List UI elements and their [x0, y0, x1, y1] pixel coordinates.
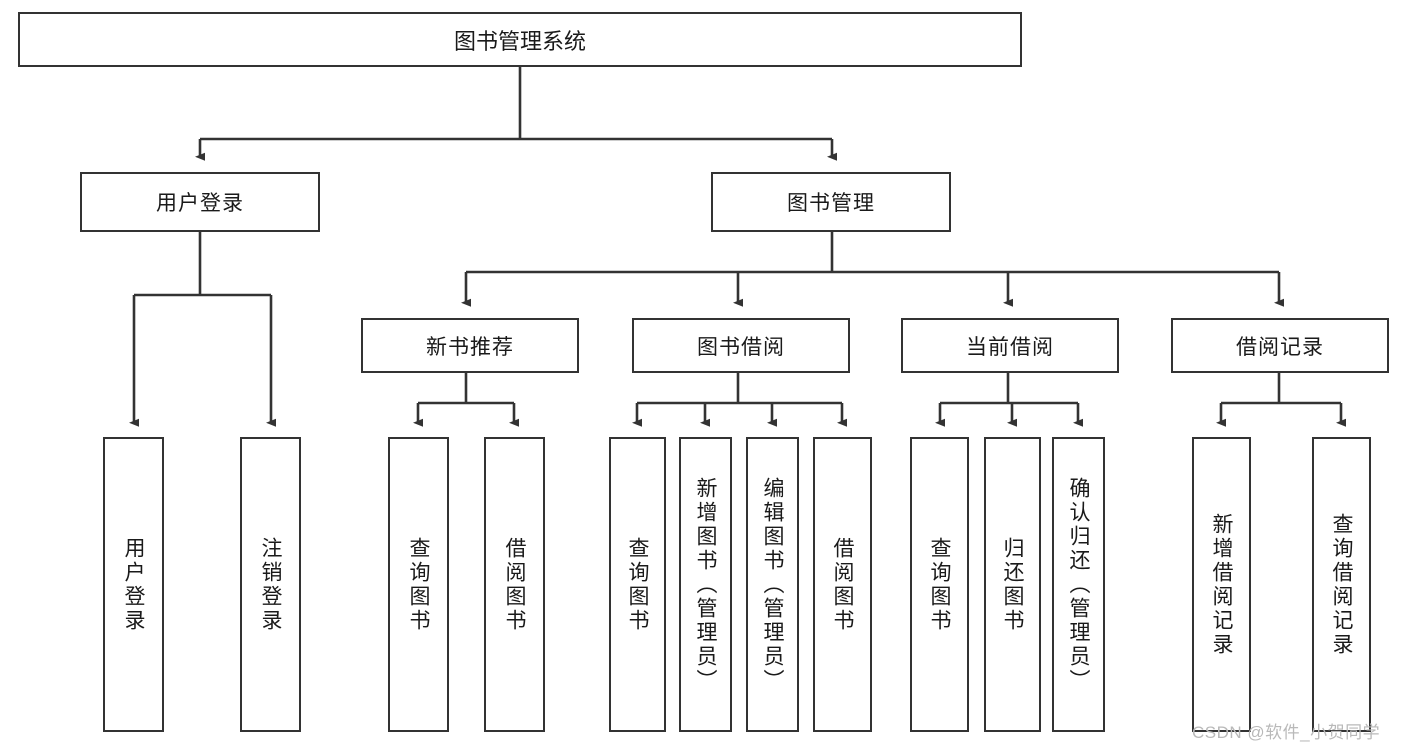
node-leaf-borrow-book-2[interactable]: 借阅图书 [813, 437, 872, 732]
node-new-book-recommend-label: 新书推荐 [426, 335, 514, 359]
node-root-label: 图书管理系统 [453, 28, 586, 54]
node-book-borrow[interactable]: 图书借阅 [632, 318, 850, 373]
node-leaf-user-login[interactable]: 用户登录 [103, 437, 164, 732]
node-leaf-borrow-book-2-label: 借阅图书 [831, 536, 854, 633]
node-leaf-query-book-1-label: 查询图书 [407, 536, 430, 633]
node-current-borrow[interactable]: 当前借阅 [901, 318, 1119, 373]
node-current-borrow-label: 当前借阅 [966, 335, 1054, 359]
csdn-watermark: CSDN @软件_小贺同学 [1192, 723, 1381, 742]
node-leaf-borrow-book-1[interactable]: 借阅图书 [484, 437, 545, 732]
node-leaf-borrow-book-1-label: 借阅图书 [503, 536, 526, 633]
node-leaf-add-book-label: 新增图书（管理员） [694, 476, 717, 693]
node-borrow-record[interactable]: 借阅记录 [1171, 318, 1389, 373]
node-leaf-add-record[interactable]: 新增借阅记录 [1192, 437, 1251, 732]
node-leaf-edit-book-label: 编辑图书（管理员） [761, 476, 784, 693]
node-user-login-label: 用户登录 [156, 192, 244, 215]
node-root[interactable]: 图书管理系统 [18, 12, 1022, 67]
node-leaf-add-book[interactable]: 新增图书（管理员） [679, 437, 732, 732]
node-new-book-recommend[interactable]: 新书推荐 [361, 318, 579, 373]
node-book-borrow-label: 图书借阅 [697, 335, 785, 359]
node-leaf-query-book-2[interactable]: 查询图书 [609, 437, 666, 732]
node-leaf-return-book-label: 归还图书 [1001, 536, 1024, 633]
node-leaf-return-book[interactable]: 归还图书 [984, 437, 1041, 732]
node-leaf-user-login-label: 用户登录 [122, 536, 145, 633]
node-leaf-user-logout[interactable]: 注销登录 [240, 437, 301, 732]
node-leaf-query-record-label: 查询借阅记录 [1330, 512, 1353, 657]
node-book-manage-label: 图书管理 [787, 192, 875, 215]
node-leaf-query-book-3[interactable]: 查询图书 [910, 437, 969, 732]
node-leaf-confirm-return-label: 确认归还（管理员） [1067, 476, 1090, 693]
node-leaf-query-book-1[interactable]: 查询图书 [388, 437, 449, 732]
node-leaf-edit-book[interactable]: 编辑图书（管理员） [746, 437, 799, 732]
node-leaf-user-logout-label: 注销登录 [259, 536, 282, 633]
node-user-login[interactable]: 用户登录 [80, 172, 320, 232]
node-book-manage[interactable]: 图书管理 [711, 172, 951, 232]
node-leaf-query-record[interactable]: 查询借阅记录 [1312, 437, 1371, 732]
node-leaf-query-book-2-label: 查询图书 [626, 536, 649, 633]
node-leaf-query-book-3-label: 查询图书 [928, 536, 951, 633]
node-leaf-confirm-return[interactable]: 确认归还（管理员） [1052, 437, 1105, 732]
node-borrow-record-label: 借阅记录 [1236, 335, 1324, 359]
node-leaf-add-record-label: 新增借阅记录 [1210, 512, 1233, 657]
